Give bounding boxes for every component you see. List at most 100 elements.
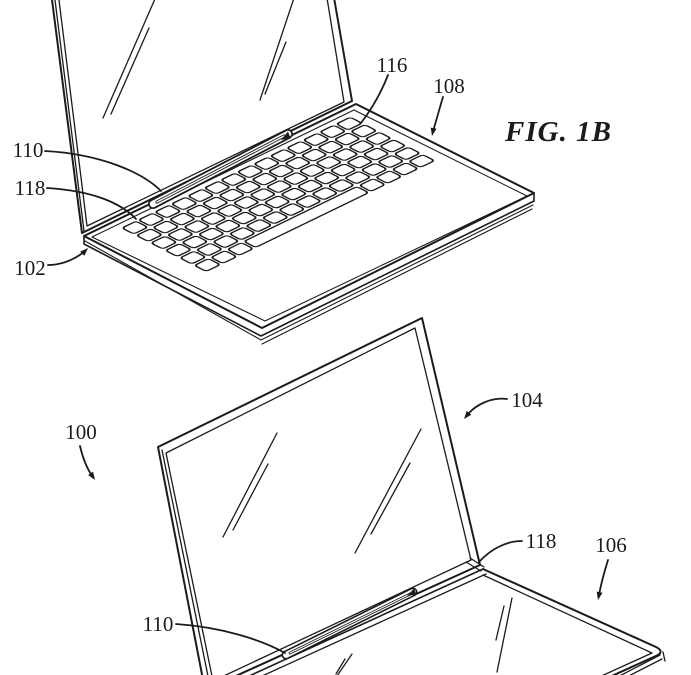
spacebar-key [244, 186, 369, 248]
keyboard-key [211, 250, 237, 264]
keyboard-key [332, 148, 358, 161]
keyboard-key [268, 164, 294, 178]
keyboard-key [394, 147, 420, 160]
keyboard-key [221, 173, 247, 186]
keyboard-key [233, 196, 259, 209]
arrowhead-106 [596, 591, 603, 600]
keyboard-key [184, 220, 210, 233]
keyboard-key [200, 212, 226, 225]
keyboard-key [188, 189, 214, 202]
callout-118-bottom: 118 [526, 529, 557, 553]
keyboard-key [328, 179, 354, 192]
keyboard-key [359, 178, 385, 192]
leader-106 [598, 559, 609, 596]
keyboard-key [122, 221, 148, 234]
hinge-bar-arrow [407, 588, 417, 596]
keyboard-key [198, 227, 224, 241]
fig-1b-laptop-drawing [51, 0, 535, 345]
keyboard-key [194, 258, 220, 272]
keyboard-key [297, 179, 323, 193]
keyboard-key [229, 227, 255, 240]
keyboard-key [351, 124, 377, 138]
keyboard-key [237, 165, 263, 178]
fig-1b-keyboard [122, 117, 435, 272]
arrowhead-104 [464, 410, 472, 419]
keyboard-key [235, 180, 261, 194]
callout-110-bottom: 110 [143, 612, 174, 636]
keyboard-key [167, 228, 193, 241]
fig-1a-laptop-drawing [157, 317, 666, 675]
keyboard-key [303, 133, 329, 146]
keyboard-key [312, 187, 338, 200]
keyboard-key [301, 148, 327, 162]
keyboard-key [283, 172, 309, 185]
keyboard-key [248, 203, 274, 217]
leader-104 [467, 397, 508, 415]
callout-118-top: 118 [15, 176, 46, 200]
keyboard-key [378, 155, 404, 168]
keyboard-key [345, 171, 371, 184]
callout-leaders [44, 74, 609, 654]
keyboard-key [376, 170, 402, 184]
leader-116 [360, 74, 389, 124]
callout-100: 100 [65, 420, 97, 444]
keyboard-key [252, 172, 278, 186]
callout-106: 106 [595, 533, 627, 557]
keyboard-key [171, 197, 197, 210]
fig-1a-display-housing [157, 317, 481, 675]
callout-labels: 110 118 102 116 108 FIG. 1B 100 104 118 … [13, 53, 627, 636]
keyboard-key [295, 195, 321, 208]
callout-104: 104 [511, 388, 543, 412]
keyboard-key [330, 163, 356, 177]
leader-110-bottom [175, 623, 286, 654]
keyboard-key [196, 243, 222, 256]
figure-caption: FIG. 1B [504, 116, 612, 148]
arrowhead-108 [430, 127, 437, 136]
keyboard-key [180, 251, 206, 264]
keyboard-key [231, 211, 257, 225]
keyboard-key [227, 242, 253, 256]
keyboard-key [380, 139, 406, 153]
keyboard-key [314, 171, 340, 185]
keyboard-key [219, 188, 245, 202]
keyboard-key [347, 155, 373, 169]
keyboard-key [204, 181, 230, 194]
keyboard-key [349, 140, 375, 153]
keyboard-key [186, 204, 212, 218]
keyboard-key [279, 203, 305, 216]
keyboard-key [262, 211, 288, 224]
leader-118-bottom [478, 540, 523, 563]
callout-102: 102 [14, 256, 46, 280]
keyboard-key [215, 219, 241, 233]
keyboard-key [266, 180, 292, 193]
keyboard-key [336, 117, 362, 130]
keyboard-key [202, 196, 228, 210]
keyboard-key [363, 147, 389, 161]
keyboard-key [169, 212, 195, 226]
fig-1b-display-housing [51, 0, 353, 234]
keyboard-key [153, 220, 179, 234]
keyboard-key [246, 219, 272, 232]
keyboard-key [320, 125, 346, 138]
keyboard-key [217, 204, 243, 217]
callout-110-top: 110 [13, 138, 44, 162]
keyboard-key [316, 156, 342, 169]
arrowhead-100 [88, 471, 95, 480]
keyboard-key [250, 188, 276, 201]
keyboard-key [334, 132, 360, 146]
leader-108 [432, 96, 444, 132]
keyboard-key [155, 205, 181, 218]
arrowhead-102 [80, 248, 88, 256]
callout-108: 108 [433, 74, 465, 98]
leader-102 [47, 251, 85, 266]
keyboard-key [285, 156, 311, 170]
keyboard-key [138, 213, 164, 226]
keyboard-key [365, 132, 391, 145]
fig-1a-base-housing [249, 557, 666, 675]
fig-1b-hinge-bar [148, 129, 293, 209]
keyboard-key [409, 154, 435, 168]
keyboard-key [213, 235, 239, 248]
keyboard-key [165, 243, 191, 257]
